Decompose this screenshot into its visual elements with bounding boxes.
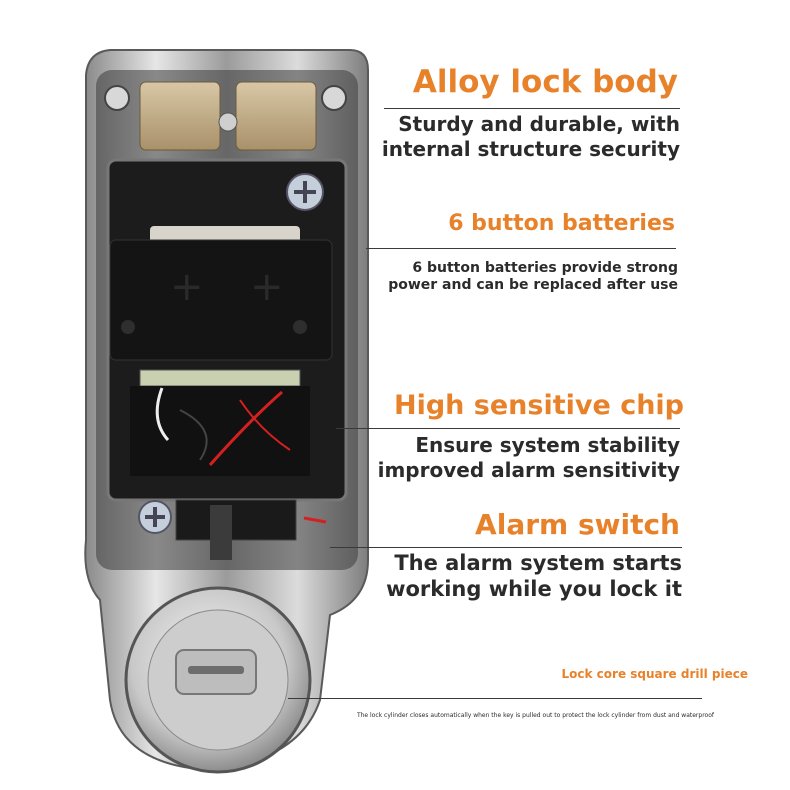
callout-title-chip: High sensitive chip bbox=[393, 390, 684, 421]
callout-desc-line: internal structure security bbox=[381, 137, 680, 161]
corner-screw-left bbox=[104, 85, 130, 111]
callout-desc-line: power and can be replaced after use bbox=[388, 277, 678, 293]
svg-text:+: + bbox=[170, 264, 204, 310]
callout-title-alloy-body: Alloy lock body bbox=[412, 64, 678, 100]
callout-rule bbox=[384, 108, 680, 109]
callout-desc-line: working while you lock it bbox=[386, 577, 682, 601]
callout-desc-line: Ensure system stability bbox=[415, 433, 680, 457]
callout-desc-line: improved alarm sensitivity bbox=[377, 458, 680, 482]
callout-title-batteries: 6 button batteries bbox=[448, 211, 675, 236]
center-screw bbox=[218, 112, 238, 132]
callout-rule bbox=[330, 547, 682, 548]
callout-title-alarm-switch: Alarm switch bbox=[475, 508, 680, 541]
alarm-switch bbox=[175, 499, 297, 541]
callout-rule bbox=[336, 428, 680, 429]
brass-plate-right bbox=[235, 81, 317, 151]
lock-core-note: The lock cylinder closes automatically w… bbox=[356, 712, 714, 719]
brass-plate-left bbox=[139, 81, 221, 151]
corner-screw-right bbox=[321, 85, 347, 111]
svg-text:+: + bbox=[250, 264, 284, 310]
callout-desc-line: Sturdy and durable, with bbox=[398, 112, 680, 136]
callout-desc-line: The alarm system starts bbox=[394, 551, 682, 575]
battery-cover bbox=[109, 239, 333, 361]
callout-desc-line: 6 button batteries provide strong bbox=[412, 260, 678, 276]
lock-core-title: Lock core square drill piece bbox=[561, 667, 748, 681]
callout-rule bbox=[366, 248, 676, 249]
circuit-board bbox=[139, 369, 301, 387]
lock-core-rule bbox=[288, 698, 702, 699]
